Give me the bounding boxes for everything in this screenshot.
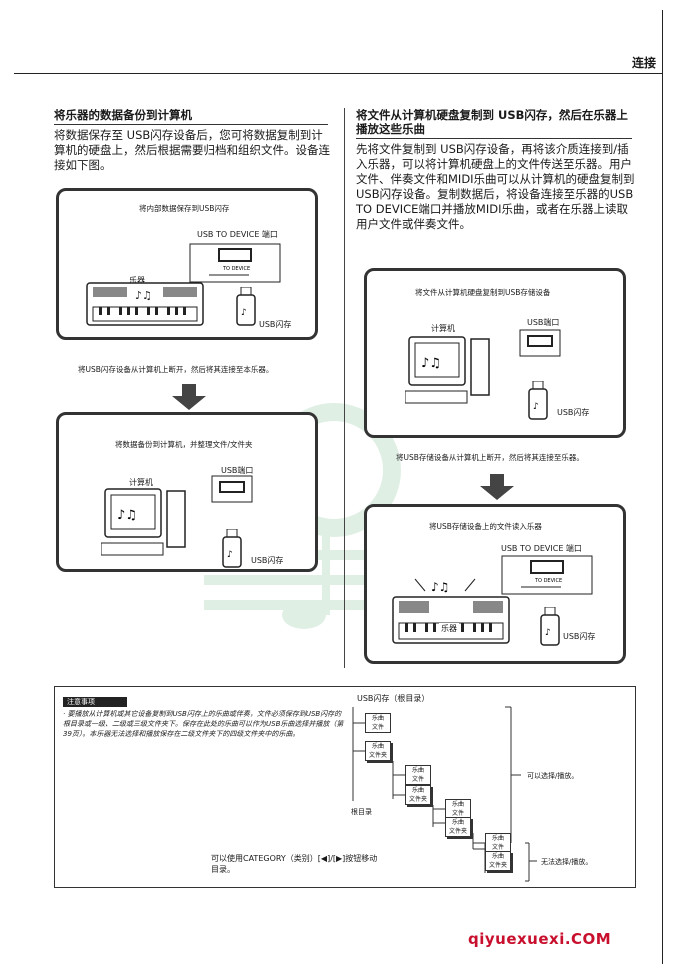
- panel-caption: 将文件从计算机硬盘复制到USB存储设备: [415, 288, 551, 297]
- right-panel-read-into-instrument: 将USB存储设备上的文件读入乐器 USB TO DEVICE 端口 TO DEV…: [364, 504, 626, 664]
- header-rule: [14, 73, 662, 74]
- usb-port-icon: [211, 475, 253, 503]
- left-panel-backup-to-pc: 将数据备份到计算机，并整理文件/文件夹 计算机 ♪♫ USB端口 ♪ USB闪存: [56, 412, 318, 572]
- right-title-rule: [356, 138, 632, 139]
- svg-text:♪: ♪: [545, 628, 551, 638]
- port-label: USB端口: [221, 466, 254, 475]
- between-note: 将USB闪存设备从计算机上断开，然后将其连接至本乐器。: [78, 365, 274, 374]
- left-section-title: 将乐器的数据备份到计算机: [54, 108, 192, 122]
- footer-site-logo: qiyuexuexi.COM: [468, 930, 612, 948]
- song-folder-box: 乐曲 文件夹: [405, 785, 431, 805]
- panel-caption: 将数据备份到计算机，并整理文件/文件夹: [115, 440, 253, 449]
- usb-port-icon: TO DEVICE: [501, 555, 593, 595]
- port-label: USB TO DEVICE 端口: [197, 230, 278, 239]
- between-note: 将USB存储设备从计算机上断开，然后将其连接至乐器。: [396, 453, 584, 462]
- port-sub-label: TO DEVICE: [222, 266, 250, 272]
- usb-label: USB闪存: [557, 408, 590, 417]
- not-selectable-note: 无法选择/播放。: [541, 858, 593, 866]
- svg-text:♪: ♪: [241, 308, 247, 318]
- tree-title: USB闪存（根目录）: [357, 694, 430, 703]
- song-folder-box: 乐曲 文件夹: [485, 851, 511, 871]
- svg-text:♪♫: ♪♫: [135, 289, 152, 302]
- section-header-title: 连接: [632, 56, 657, 70]
- svg-text:♪♫: ♪♫: [431, 580, 449, 594]
- usb-flash-drive-icon: ♪: [540, 607, 560, 646]
- left-panel-save-to-usb: 将内部数据保存到USB闪存 USB TO DEVICE 端口 TO DEVICE…: [56, 188, 318, 340]
- usb-label: USB闪存: [259, 320, 292, 329]
- computer-icon: ♪♫: [405, 336, 490, 404]
- song-folder-box: 乐曲 文件夹: [445, 817, 471, 837]
- right-body-text: 先将文件复制到 USB闪存设备，再将该介质连接到/插入乐器，可以将计算机硬盘上的…: [356, 142, 635, 231]
- keyboard-icon: ♪♫: [86, 282, 204, 326]
- usb-port-icon: TO DEVICE: [189, 243, 281, 283]
- port-label: USB端口: [527, 318, 560, 327]
- folder-tree-lines: [352, 706, 537, 882]
- computer-label: 计算机: [431, 324, 455, 333]
- usb-port-icon: [519, 329, 561, 357]
- instrument-label: 乐器: [439, 623, 459, 634]
- tip-badge: 注意事项: [63, 697, 127, 707]
- selectable-note: 可以选择/播放。: [527, 772, 579, 780]
- usb-flash-drive-icon: ♪: [236, 287, 256, 326]
- computer-icon: ♪♫: [101, 488, 186, 556]
- panel-caption: 将内部数据保存到USB闪存: [139, 204, 230, 213]
- instrument-label: 乐器: [129, 276, 145, 285]
- left-title-rule: [54, 124, 328, 125]
- svg-text:♪: ♪: [227, 550, 233, 560]
- computer-label: 计算机: [129, 478, 153, 487]
- arrow-down-icon: [172, 384, 206, 410]
- song-file-box: 乐曲 文件: [445, 799, 471, 819]
- keyboard-icon: [392, 596, 510, 644]
- port-sub-label: TO DEVICE: [534, 578, 562, 584]
- usb-flash-drive-icon: ♪: [222, 529, 242, 568]
- left-body-text: 将数据保存至 USB闪存设备后，您可将数据复制到计算机的硬盘上，然后根据需要归档…: [54, 128, 330, 172]
- song-folder-box: 乐曲 文件夹: [365, 741, 391, 761]
- song-file-box: 乐曲 文件: [365, 713, 391, 733]
- page-edge-rule: [662, 10, 663, 964]
- column-divider: [344, 108, 345, 668]
- root-directory-label: 根目录: [351, 808, 372, 816]
- music-notes-icon: ♪♫: [414, 578, 476, 594]
- usb-label: USB闪存: [251, 556, 284, 565]
- usb-flash-drive-icon: ♪: [528, 381, 548, 420]
- song-file-box: 乐曲 文件: [405, 765, 431, 785]
- svg-text:♪♫: ♪♫: [117, 508, 137, 523]
- usb-label: USB闪存: [563, 632, 596, 641]
- right-panel-copy-to-usb: 将文件从计算机硬盘复制到USB存储设备 计算机 ♪♫ USB端口 ♪ USB闪存: [364, 268, 626, 438]
- port-label: USB TO DEVICE 端口: [501, 544, 582, 553]
- folder-structure-note-box: 注意事项 · 要播放从计算机或其它设备复制到USB闪存上的乐曲或伴奏，文件必须保…: [54, 686, 636, 888]
- panel-caption: 将USB存储设备上的文件读入乐器: [429, 522, 542, 531]
- category-button-note: 可以使用CATEGORY（类别）[◀]/[▶]按钮移动目录。: [211, 854, 378, 874]
- svg-text:♪: ♪: [533, 402, 539, 412]
- song-file-box: 乐曲 文件: [485, 833, 511, 853]
- tip-text: · 要播放从计算机或其它设备复制到USB闪存上的乐曲或伴奏，文件必须保存到USB…: [63, 710, 344, 738]
- arrow-down-icon: [480, 474, 514, 500]
- right-section-title: 将文件从计算机硬盘复制到 USB闪存，然后在乐器上播放这些乐曲: [356, 108, 628, 136]
- svg-text:♪♫: ♪♫: [421, 356, 441, 371]
